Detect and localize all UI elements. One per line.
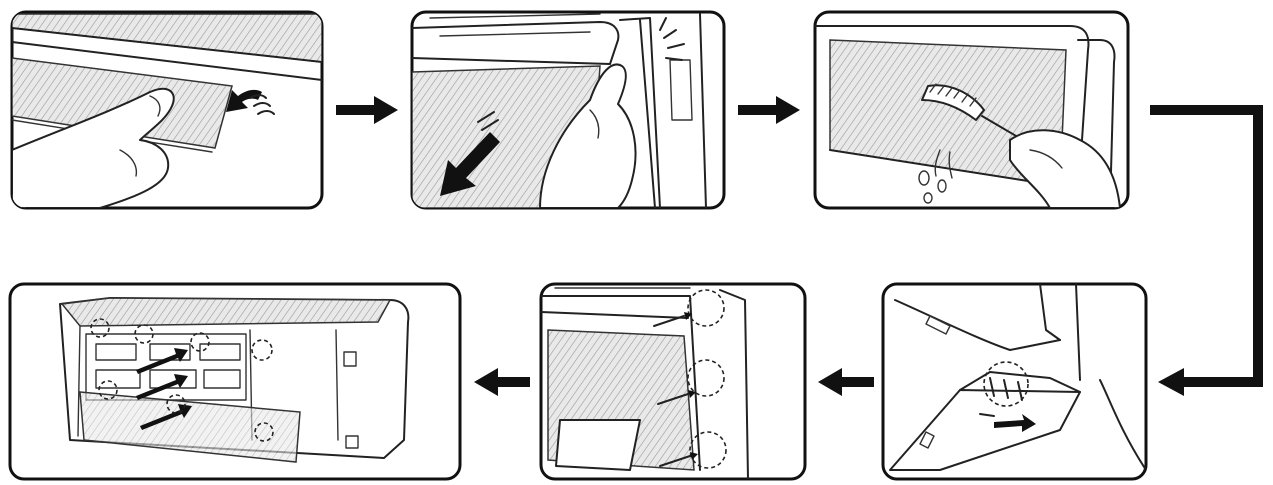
filter-hook-reinsert-icon (889, 284, 1146, 471)
step-6-panel (8, 282, 462, 481)
step-5-panel (539, 282, 807, 481)
indoor-unit-filter-installed-icon (59, 297, 410, 463)
brush-cleaning-filter-icon (815, 25, 1121, 208)
hand-pulling-filter-down-icon (412, 13, 707, 208)
step-3-panel (813, 10, 1130, 210)
filter-slide-into-tabs-icon (541, 287, 749, 479)
step-2-panel (410, 10, 726, 210)
flow-arrow-4-to-5 (818, 368, 874, 396)
flow-arrow-2-to-3 (738, 96, 800, 124)
finger-lifting-filter-tab-icon (12, 13, 322, 208)
flow-arrow-1-to-2 (336, 96, 398, 124)
flow-arrow-5-to-6 (474, 368, 530, 396)
step-1-panel (10, 10, 324, 210)
flow-arrow-3-to-4 (1150, 105, 1263, 396)
step-4-panel (881, 282, 1148, 481)
